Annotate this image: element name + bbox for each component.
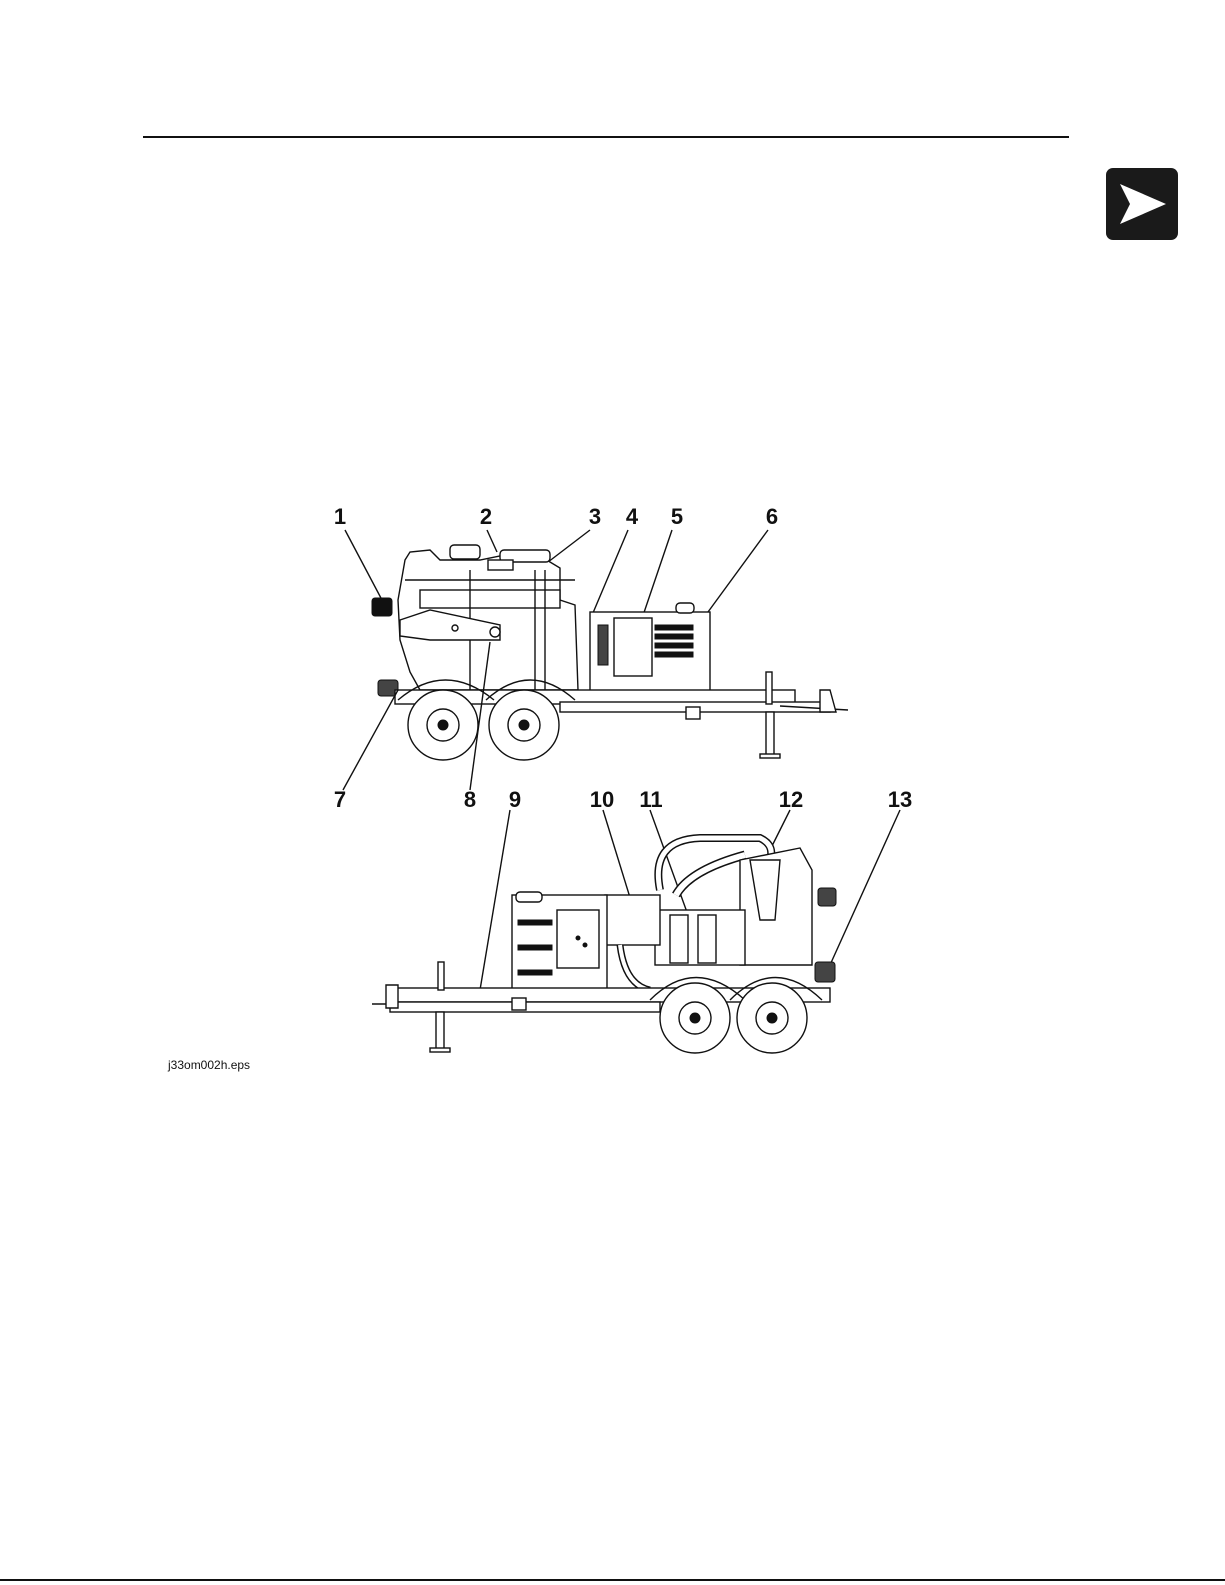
footer-rule (0, 1579, 1225, 1581)
trailer-left-view (345, 530, 848, 760)
figure-file-label: j33om002h.eps (168, 1058, 250, 1072)
